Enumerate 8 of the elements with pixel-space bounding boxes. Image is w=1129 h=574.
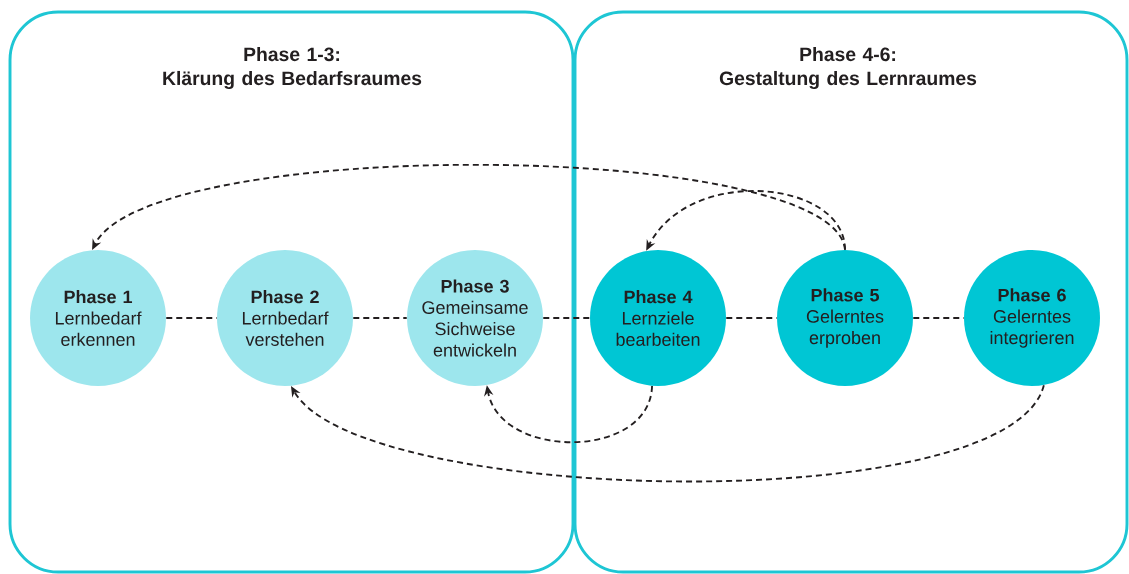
dashed-connector (725, 317, 778, 319)
curved-arrow (484, 385, 653, 444)
dashed-connector (165, 317, 218, 319)
curved-arrow (92, 163, 846, 251)
dashed-connector (912, 317, 965, 319)
dashed-connector (542, 317, 591, 319)
dashed-connector (352, 317, 408, 319)
curved-arrow (646, 190, 846, 251)
